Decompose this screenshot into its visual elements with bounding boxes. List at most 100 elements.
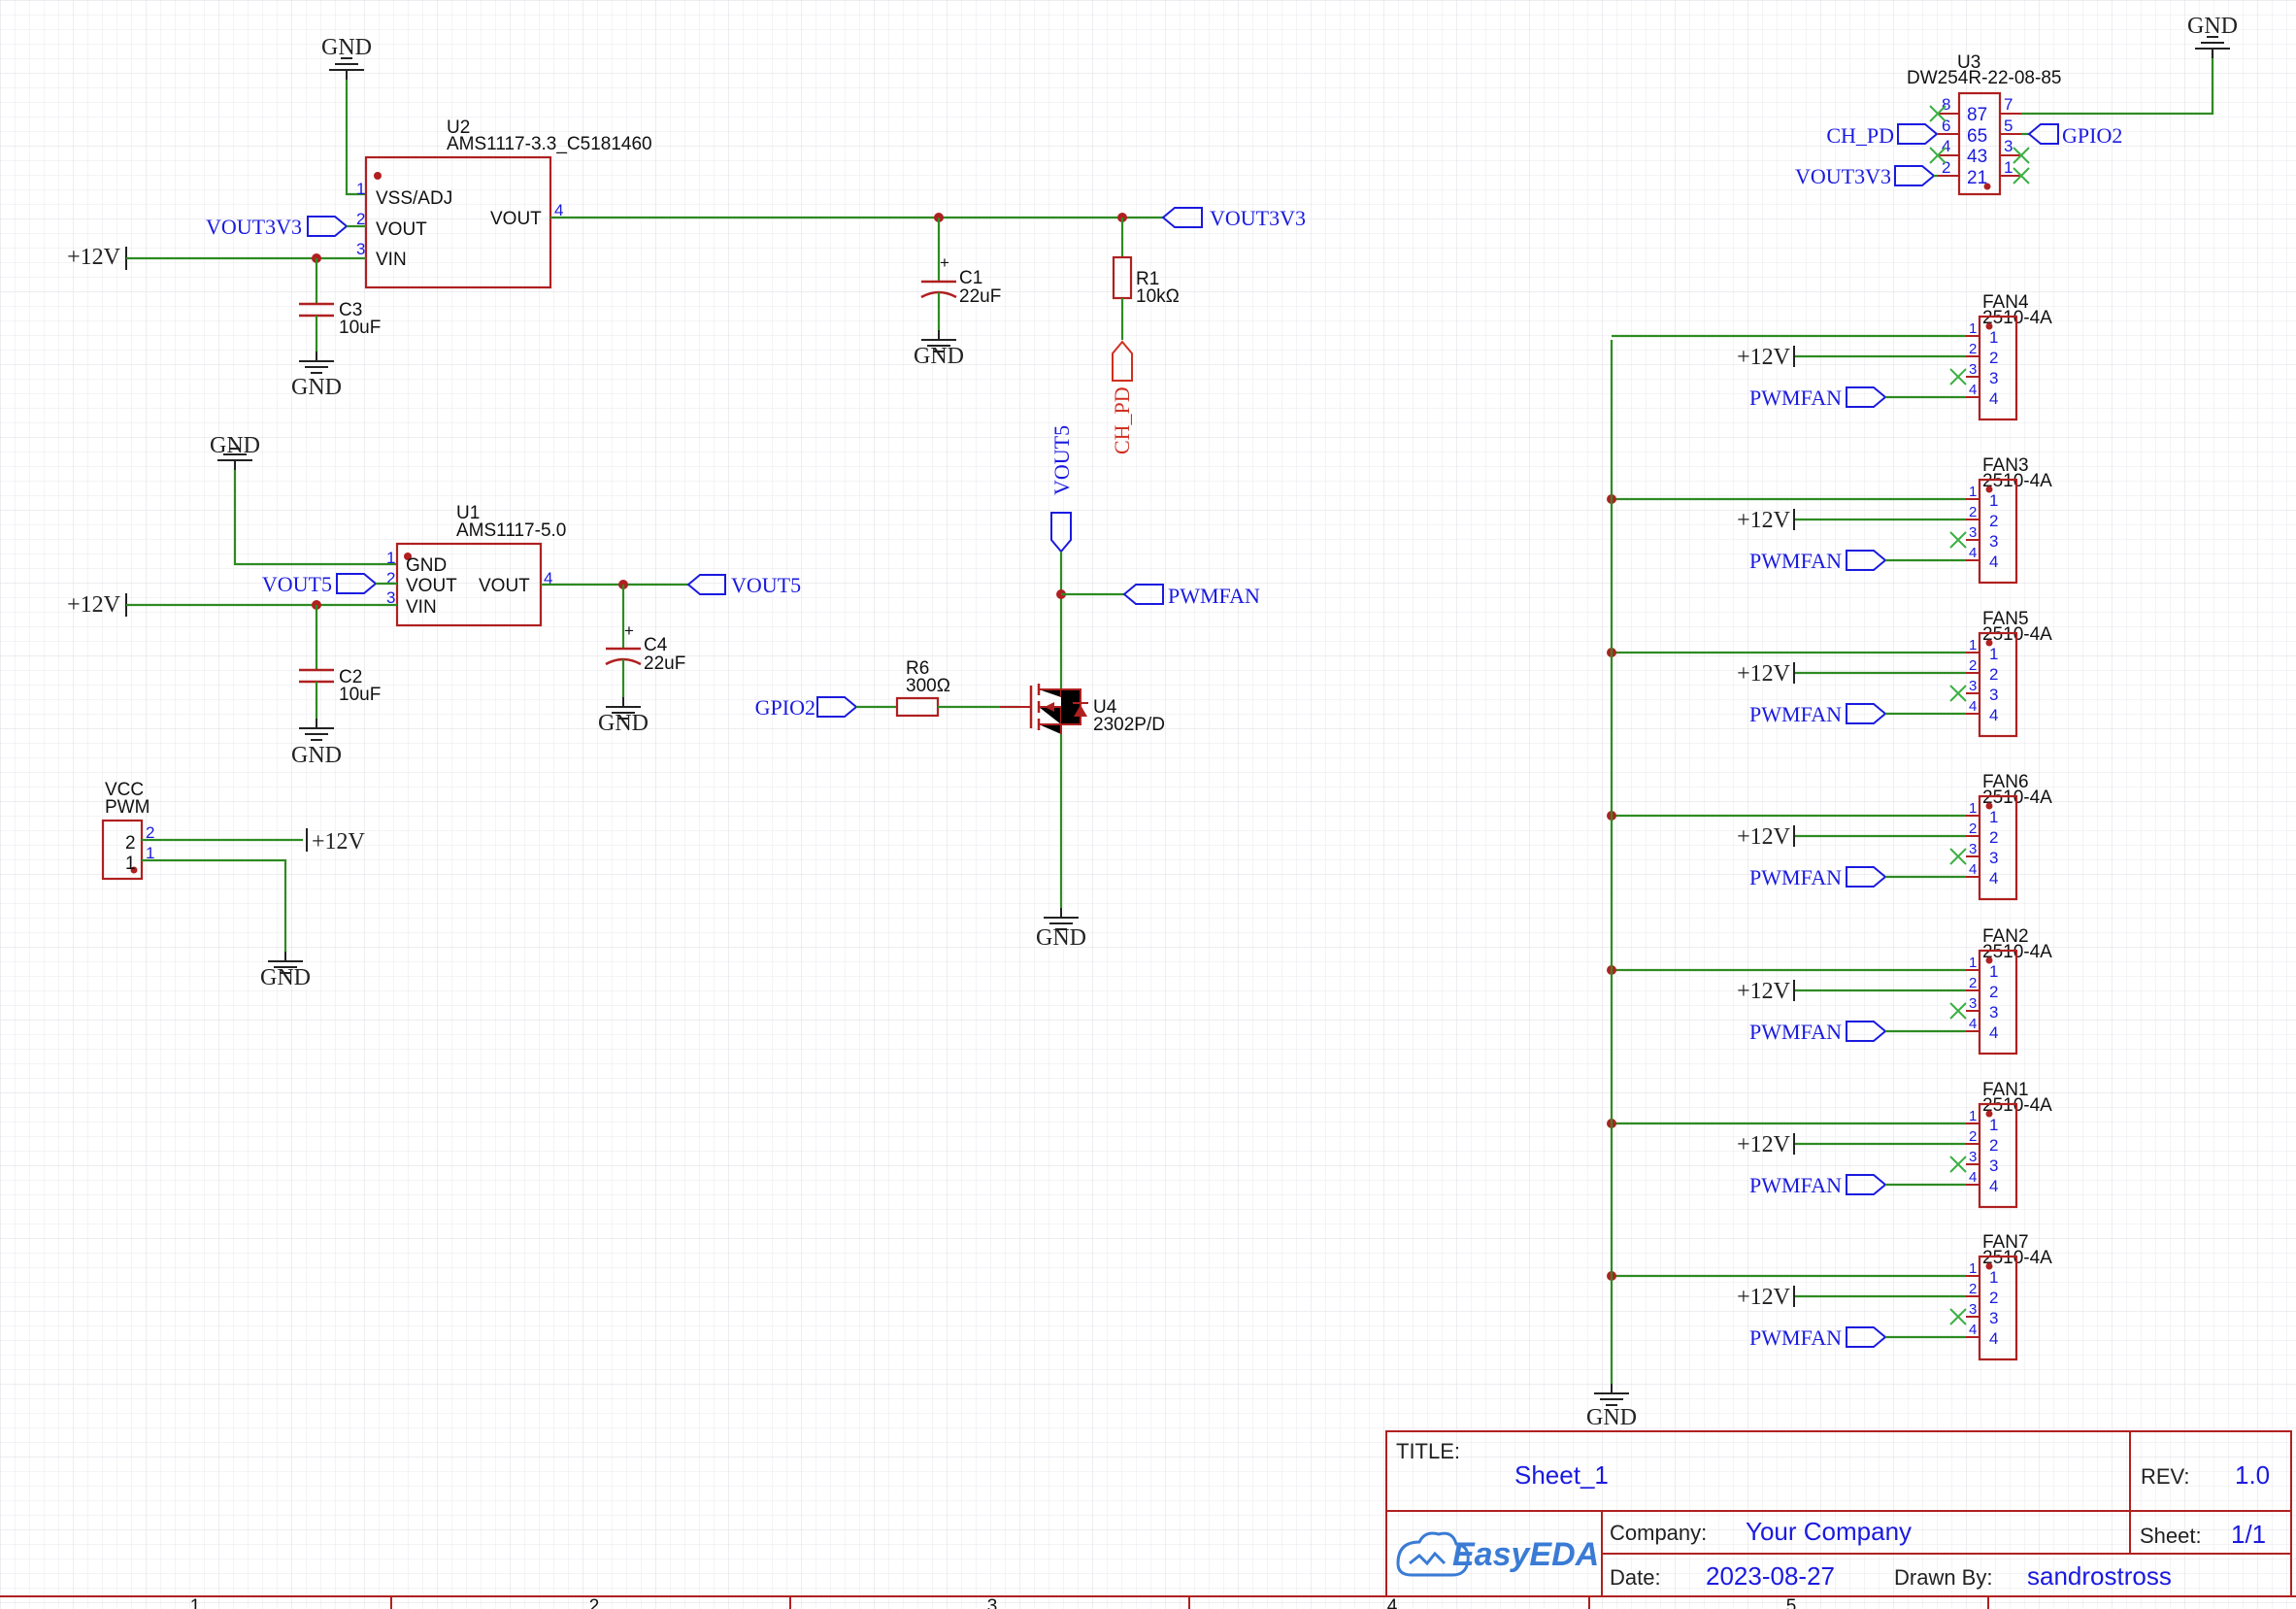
svg-text:DW254R-22-08-85: DW254R-22-08-85 — [1907, 68, 2061, 88]
svg-text:VOUT5: VOUT5 — [1049, 425, 1074, 495]
svg-text:3: 3 — [1969, 995, 1977, 1012]
net-flag-vout5-rail[interactable]: VOUT5 — [686, 573, 801, 597]
svg-text:87: 87 — [1967, 105, 1987, 125]
svg-text:4: 4 — [1989, 706, 1998, 724]
svg-text:2: 2 — [589, 1596, 600, 1609]
fan-designator: FAN1 — [1982, 1080, 2029, 1100]
svg-text:6: 6 — [1942, 117, 1950, 135]
svg-text:3: 3 — [1989, 369, 1998, 387]
svg-text:4: 4 — [544, 569, 552, 587]
svg-text:1: 1 — [1969, 955, 1977, 971]
svg-text:+12V: +12V — [1737, 979, 1791, 1004]
r1-resistor[interactable]: R1 10kΩ — [1112, 218, 1180, 340]
svg-text:+12V: +12V — [1737, 345, 1791, 370]
svg-text:10kΩ: 10kΩ — [1136, 286, 1180, 307]
svg-text:1: 1 — [190, 1596, 201, 1609]
svg-text:4: 4 — [1969, 861, 1977, 878]
fan-designator: FAN4 — [1982, 292, 2029, 313]
net-flag-vout5-mosfet[interactable]: VOUT5 — [1049, 425, 1074, 697]
net-flag-ch-pd-u3[interactable]: CH_PD — [1826, 123, 1939, 148]
svg-text:5: 5 — [1786, 1596, 1797, 1609]
svg-text:4: 4 — [1989, 1023, 1998, 1042]
c3-capacitor[interactable]: GND C3 10uF — [291, 258, 381, 400]
u4-mosfet[interactable]: U4 2302P/D GND — [1000, 684, 1165, 951]
c1-capacitor[interactable]: + GND C1 22uF — [914, 218, 1001, 369]
net-flag-pwmfan-mosfet[interactable]: PWMFAN — [1061, 584, 1260, 608]
svg-text:2: 2 — [1989, 349, 1998, 367]
net-flag-gpio2-u3[interactable]: GPIO2 — [2021, 123, 2122, 148]
svg-text:VIN: VIN — [406, 597, 437, 618]
fan-connectors: FAN42510-4A11223344+12VPWMFANFAN32510-4A… — [1607, 292, 2052, 1361]
fan-designator: FAN7 — [1982, 1232, 2029, 1253]
net-flag-vout3v3-u2[interactable]: VOUT3V3 — [206, 215, 366, 239]
svg-text:+12V: +12V — [1737, 1285, 1791, 1310]
net-flag-gpio2-r6[interactable]: GPIO2 — [755, 695, 897, 720]
svg-text:22uF: 22uF — [644, 654, 685, 674]
svg-text:VOUT: VOUT — [406, 576, 457, 596]
svg-text:+: + — [940, 253, 949, 272]
svg-text:1: 1 — [1969, 1260, 1977, 1277]
svg-text:2: 2 — [1989, 512, 1998, 530]
svg-text:2: 2 — [386, 569, 395, 587]
svg-text:PWMFAN: PWMFAN — [1749, 1173, 1842, 1197]
fan-designator: FAN5 — [1982, 609, 2029, 629]
c4-capacitor[interactable]: + GND C4 22uF — [598, 585, 685, 736]
u2-regulator[interactable]: GND U2 AMS1117-3.3_C5181460 VSS/ADJ VOUT… — [321, 35, 652, 289]
svg-text:65: 65 — [1967, 126, 1987, 147]
svg-text:VOUT5: VOUT5 — [262, 572, 332, 596]
border-ruler: 1 2 3 4 5 — [0, 1595, 2296, 1609]
c2-capacitor[interactable]: GND C2 10uF — [291, 605, 381, 768]
svg-text:VOUT3V3: VOUT3V3 — [206, 215, 302, 239]
svg-text:R1: R1 — [1136, 269, 1159, 289]
svg-text:+12V: +12V — [1737, 508, 1791, 533]
svg-text:2: 2 — [1989, 828, 1998, 847]
svg-text:3: 3 — [1989, 686, 1998, 704]
svg-text:VCC: VCC — [105, 780, 144, 800]
svg-text:1: 1 — [2004, 158, 2013, 177]
svg-text:1.0: 1.0 — [2235, 1460, 2270, 1490]
svg-text:+12V: +12V — [67, 245, 121, 270]
gnd-label: GND — [321, 35, 372, 60]
title-block: TITLE: Sheet_1 REV: 1.0 Company: Your Co… — [1385, 1430, 2292, 1597]
svg-text:3: 3 — [1969, 361, 1977, 378]
svg-text:GND: GND — [1036, 925, 1086, 951]
svg-text:4: 4 — [1969, 382, 1977, 398]
svg-text:2: 2 — [1989, 665, 1998, 684]
net-flag-ch-pd-r1[interactable]: CH_PD — [1110, 340, 1134, 454]
svg-text:C4: C4 — [644, 635, 668, 655]
svg-text:C2: C2 — [339, 667, 362, 687]
u2-designator: U2 — [447, 117, 470, 138]
easyeda-logo: EasyEDA — [1396, 1531, 1599, 1577]
svg-text:TITLE:: TITLE: — [1396, 1439, 1460, 1463]
svg-text:PWMFAN: PWMFAN — [1749, 1325, 1842, 1350]
svg-text:3: 3 — [1989, 532, 1998, 551]
pwm-connector[interactable]: VCC PWM 2 1 2 1 +12V GND — [101, 780, 366, 990]
u3-header[interactable]: U3 DW254R-22-08-85 87 65 43 21 8 6 4 2 7… — [1907, 14, 2238, 196]
net-flag-vout3v3-rail[interactable]: VOUT3V3 — [1161, 206, 1306, 230]
u2-pin4-name: VOUT — [490, 209, 542, 229]
svg-text:8: 8 — [1942, 95, 1950, 114]
svg-text:CH_PD: CH_PD — [1826, 123, 1894, 148]
net-flag-vout3v3-u3[interactable]: VOUT3V3 — [1795, 164, 1938, 188]
svg-text:GND: GND — [291, 743, 342, 768]
svg-text:EasyEDA: EasyEDA — [1452, 1536, 1599, 1573]
svg-text:2: 2 — [1969, 504, 1977, 520]
svg-text:GND: GND — [2187, 14, 2238, 39]
svg-text:22uF: 22uF — [959, 286, 1001, 307]
svg-text:GND: GND — [598, 711, 649, 736]
net-flag-vout5-u1[interactable]: VOUT5 — [262, 572, 397, 596]
svg-text:3: 3 — [987, 1596, 998, 1609]
r6-resistor[interactable]: R6 300Ω — [895, 658, 1019, 718]
u2-pin1-name: VSS/ADJ — [376, 188, 452, 209]
svg-text:2: 2 — [1942, 158, 1950, 177]
svg-text:1: 1 — [1969, 484, 1977, 500]
svg-text:10uF: 10uF — [339, 318, 381, 338]
svg-text:1: 1 — [1989, 645, 1998, 663]
